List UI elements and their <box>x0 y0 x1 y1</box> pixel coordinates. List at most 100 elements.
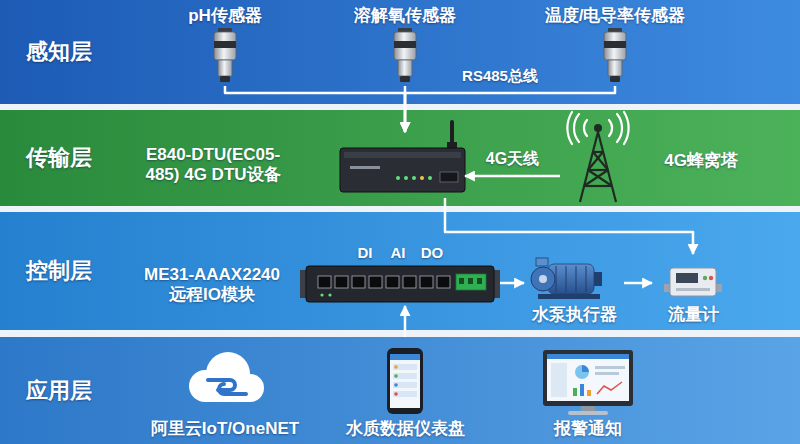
cell-tower <box>567 112 572 144</box>
water-pump <box>556 266 557 292</box>
band-ground <box>0 110 800 206</box>
io-module <box>437 276 450 288</box>
connector-arrow <box>225 86 405 132</box>
sensor-probe <box>214 32 236 60</box>
sensor-probe <box>608 60 622 76</box>
node-label: 溶解氧传感器 <box>354 6 456 26</box>
flow-meter <box>676 273 698 283</box>
io-module <box>352 276 365 288</box>
alarm-monitor <box>543 350 633 406</box>
layer-band: 控制层 ME31-AAAX2240 远程IO模块水泵执行器 流量计 <box>0 212 800 330</box>
bus-label: RS485总线 <box>462 67 538 84</box>
flow-meter <box>664 268 722 296</box>
sensor-probe <box>218 60 232 76</box>
connector-arrow <box>404 306 407 337</box>
alarm-monitor <box>543 350 633 415</box>
sensor-node: 温度/电导率传感器 <box>541 4 690 86</box>
phone-dashboard <box>393 364 417 370</box>
io-module <box>459 278 464 284</box>
connector-arrow <box>445 198 693 254</box>
layer-title: 控制层 <box>26 258 92 283</box>
alarm-monitor <box>595 366 625 369</box>
sensor-node: 溶解氧传感器 <box>350 4 460 86</box>
phone-dashboard <box>394 365 398 369</box>
platform-node: 报警通知 <box>530 345 645 441</box>
layer-band: 传输层E840-DTU(EC05-485) 4G DTU设备4G蜂窝塔 <box>0 110 800 206</box>
connector-arrow <box>500 282 524 285</box>
cloud-icon <box>219 384 246 394</box>
flow-meter <box>703 276 707 280</box>
water-pump <box>594 272 602 286</box>
flow-meter <box>716 284 722 292</box>
flow-meter <box>664 284 670 292</box>
sensor-probe <box>394 32 416 60</box>
dtu-device <box>428 176 432 180</box>
sensor-probe <box>394 28 416 82</box>
cell-tower <box>567 112 628 144</box>
water-pump <box>536 258 548 266</box>
band-ground <box>0 212 800 330</box>
io-module <box>328 293 331 296</box>
dtu-device <box>440 172 458 182</box>
alarm-monitor <box>568 411 608 415</box>
water-pump <box>539 275 547 283</box>
phone-dashboard <box>387 348 423 414</box>
dtu-node: E840-DTU(EC05-485) 4G DTU设备 <box>118 132 465 198</box>
cell-tower <box>624 112 629 144</box>
connector-arrow <box>405 86 615 132</box>
cell-tower <box>594 124 602 132</box>
dtu-device <box>396 176 400 180</box>
dtu-device <box>350 166 380 169</box>
io-module <box>386 276 399 288</box>
io-module <box>403 276 416 288</box>
flow-meter <box>709 276 713 280</box>
node-label: 4G蜂窝塔 <box>664 151 738 171</box>
alarm-monitor <box>587 390 591 396</box>
cell-tower <box>580 132 616 202</box>
layer-band: 感知层 pH传感器 溶解氧传感器 温度/电导率传感器 <box>0 0 800 104</box>
cell-tower <box>574 114 579 142</box>
layer-band: 应用层阿里云IoT/OneNET 水质数据仪表盘 报警通知 <box>0 337 800 444</box>
io-module <box>420 276 433 288</box>
cell-tower <box>588 170 612 186</box>
io-module-node: ME31-AAAX2240 远程IO模块 <box>135 264 500 306</box>
phone-dashboard <box>394 392 398 396</box>
sensor-probe <box>394 41 416 48</box>
cell-tower <box>584 170 608 186</box>
node-label: 水泵执行器 <box>532 305 617 325</box>
node-label: 阿里云IoT/OneNET <box>151 419 299 439</box>
edge-label: 4G天线 <box>486 150 539 168</box>
flow-meter-node: 流量计 <box>652 254 734 327</box>
sensor-probe <box>604 28 626 82</box>
layer-title: 感知层 <box>26 39 92 64</box>
phone-dashboard <box>390 354 420 360</box>
dtu-device <box>344 152 461 158</box>
dtu-device <box>447 142 457 148</box>
layer-title: 应用层 <box>26 378 92 403</box>
phone-dashboard <box>393 391 417 397</box>
water-pump <box>531 258 602 299</box>
alarm-monitor <box>575 365 589 379</box>
node-label: 流量计 <box>668 305 719 325</box>
sensor-probe <box>400 76 410 82</box>
sensor-probe <box>398 60 412 76</box>
node-label: 水质数据仪表盘 <box>346 419 465 439</box>
phone-dashboard <box>387 348 423 414</box>
node-label: 报警通知 <box>554 419 622 439</box>
cell-tower <box>567 112 628 202</box>
water-pump <box>586 266 587 292</box>
cell-tower <box>609 120 612 136</box>
phone-dashboard <box>390 354 420 408</box>
dtu-device <box>420 176 424 180</box>
sensor-probe <box>214 41 236 48</box>
io-module <box>456 274 486 290</box>
node-label: ME31-AAAX2240 远程IO模块 <box>139 265 285 304</box>
tower-node: 4G蜂窝塔 <box>560 118 750 204</box>
band-ground <box>0 0 800 104</box>
phone-dashboard <box>393 382 417 388</box>
node-label: pH传感器 <box>188 6 262 26</box>
connector-arrow <box>465 175 560 178</box>
